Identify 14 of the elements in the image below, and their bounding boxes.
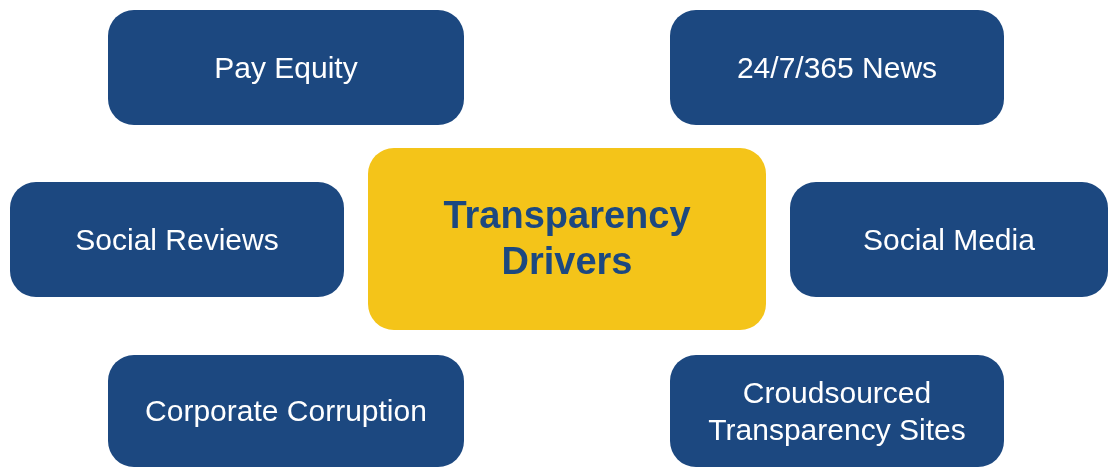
topic-text: 24/7/365 News xyxy=(736,49,938,86)
central-topic-box xyxy=(368,148,766,330)
topic-box xyxy=(670,355,1004,467)
topic-text: Croudsourced Transparency Sites xyxy=(707,374,967,448)
topic-box xyxy=(108,355,464,467)
topic-box xyxy=(790,182,1108,297)
topic-box xyxy=(108,10,464,125)
topic-text: Social Media xyxy=(863,221,1035,258)
topic-box xyxy=(670,10,1004,125)
topic-text: Pay Equity xyxy=(214,49,358,86)
topic-box xyxy=(10,182,344,297)
central-topic-text: Transparency Drivers xyxy=(442,193,692,284)
topic-text: Social Reviews xyxy=(75,221,279,258)
topic-text: Corporate Corruption xyxy=(145,393,427,430)
